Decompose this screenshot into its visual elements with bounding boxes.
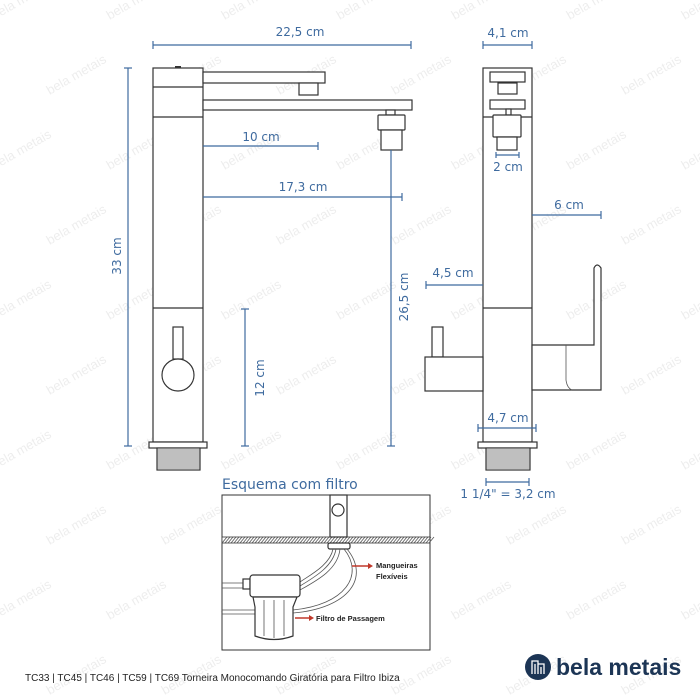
base-plate [148,441,208,449]
watermark-text: bela metais [389,51,455,97]
watermark-text: bela metais [449,0,515,23]
watermark-text: bela metais [564,426,630,472]
watermark-text: bela metais [679,126,700,172]
schema-title: Esquema com filtro [222,477,358,493]
filter-schema: Esquema com filtro Mangueiras Flexíveis … [221,477,435,651]
dim-handle-height: 12 cm [253,359,267,396]
upper-spout [202,71,326,84]
watermark-text: bela metais [679,276,700,322]
aerator [377,114,406,131]
watermark-text: bela metais [44,51,110,97]
watermark-text: bela metais [679,576,700,622]
side-lever [531,264,602,391]
watermark-text: bela metais [619,501,685,547]
watermark-text: bela metais [0,0,54,23]
watermark-text: bela metais [0,126,54,172]
product-caption: TC33 | TC45 | TC46 | TC59 | TC69 Torneir… [25,673,400,684]
watermark-text: bela metais [334,276,400,322]
watermark-text: bela metais [564,0,630,23]
lower-spout [202,99,413,111]
watermark-text: bela metais [0,426,54,472]
thread [156,447,201,471]
watermark-text: bela metais [274,351,340,397]
watermark-text: bela metais [44,351,110,397]
watermark-text: bela metais [334,426,400,472]
handle-knob [161,358,195,392]
filter-label: Filtro de Passagem [316,614,385,623]
watermark-text: bela metais [679,0,700,23]
dim-spout-height: 26,5 cm [397,273,411,322]
watermark-text: bela metais [564,576,630,622]
watermark-text: bela metais [334,0,400,23]
filter-body [252,596,298,641]
dim-height-total: 33 cm [110,237,124,274]
watermark-text: bela metais [274,201,340,247]
watermark-text: bela metais [619,351,685,397]
watermark-text: bela metais [44,201,110,247]
watermark-text: bela metais [619,201,685,247]
watermark-text: bela metais [449,576,515,622]
watermark-text: bela metais [219,276,285,322]
handle-lever [172,326,184,360]
watermark-text: bela metais [219,0,285,23]
dim-handle-depth: 4,5 cm [432,266,473,280]
watermark-text: bela metais [0,576,54,622]
side-handle [424,356,484,392]
dim-top-width: 4,1 cm [487,26,528,40]
watermark-text: bela metais [679,426,700,472]
brand-logo: bela metais [525,654,681,680]
front-view: 22,5 cm 33 cm 10 cm 17,3 cm 26,5 cm 12 c… [110,25,413,471]
watermark-text: bela metais [564,126,630,172]
side-view: 4,1 cm 2 cm 6 cm 4,5 cm 4,7 cm 1 1/4" = … [424,26,602,501]
watermark-text: bela metais [104,576,170,622]
watermark-text: bela metais [44,501,110,547]
hoses-label-1: Mangueiras [376,561,418,570]
watermark-text: bela metais [0,276,54,322]
watermark-text: bela metais [159,501,225,547]
hoses-label-2: Flexíveis [376,572,408,581]
dim-base-width: 4,7 cm [487,411,528,425]
dim-width-total: 22,5 cm [276,25,325,39]
watermark-text: bela metais [619,51,685,97]
watermark-text: bela metais [389,201,455,247]
dim-aerator-width: 2 cm [493,160,523,174]
brand-name: bela metais [556,654,681,680]
dim-lever-depth: 6 cm [554,198,584,212]
filter-cap [249,574,301,598]
dim-thread: 1 1/4" = 3,2 cm [460,487,555,501]
watermark-text: bela metais [504,501,570,547]
dim-reach-upper: 10 cm [242,130,279,144]
dim-reach-lower: 17,3 cm [279,180,328,194]
watermark-text: bela metais [219,426,285,472]
watermark-text: bela metais [104,0,170,23]
